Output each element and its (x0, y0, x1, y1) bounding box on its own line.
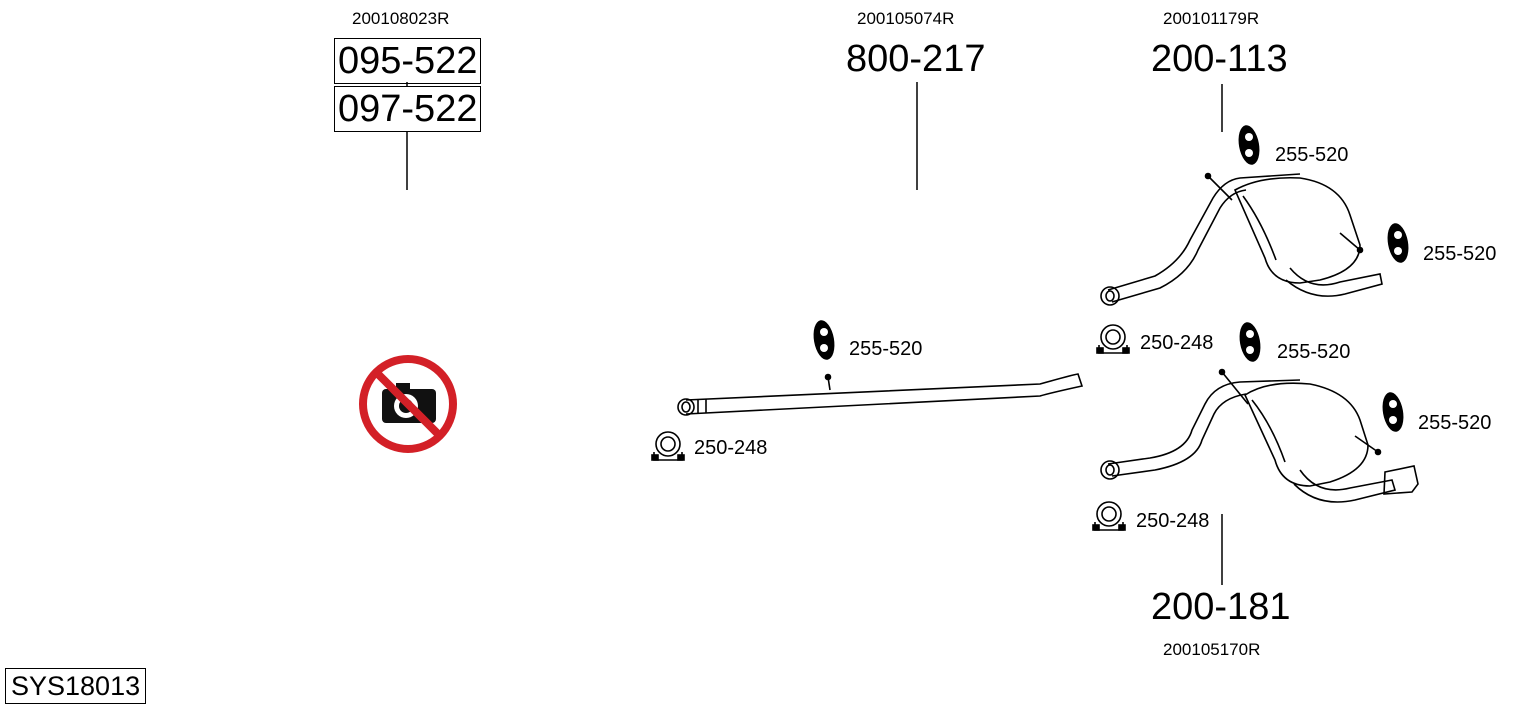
part-number-095-522[interactable]: 095-522 (334, 38, 482, 84)
oem-number-left: 200108023R (352, 9, 450, 28)
clamp-icon (651, 431, 685, 461)
rubber-hanger-icon (1382, 392, 1404, 432)
oem-number-middle: 200105074R (857, 9, 955, 28)
clamp-label-right-bottom: 250-248 (1136, 510, 1210, 532)
hanger-label-right-bottom-1: 255-520 (1277, 341, 1351, 363)
middle-pipe (677, 373, 1084, 416)
rubber-hanger-icon (1239, 322, 1261, 362)
no-photo-icon (359, 355, 457, 453)
hanger-label-right-top-2: 255-520 (1423, 243, 1497, 265)
rubber-hanger-icon (1387, 223, 1409, 263)
part-number-800-217[interactable]: 800-217 (846, 38, 986, 80)
clamp-icon (1092, 501, 1126, 531)
clamp-label-right-top: 250-248 (1140, 332, 1214, 354)
rear-muffler-top (1100, 172, 1383, 306)
rear-muffler-bottom (1100, 368, 1419, 503)
hanger-label-right-top-1: 255-520 (1275, 144, 1349, 166)
hanger-label-right-bottom-2: 255-520 (1418, 412, 1492, 434)
part-number-200-113[interactable]: 200-113 (1151, 38, 1288, 80)
rubber-hanger-icon (1238, 125, 1260, 165)
part-number-200-181[interactable]: 200-181 (1151, 586, 1291, 628)
clamp-label-middle: 250-248 (694, 437, 768, 459)
part-number-097-522[interactable]: 097-522 (334, 86, 482, 132)
hanger-label-middle: 255-520 (849, 338, 923, 360)
rubber-hanger-icon (813, 320, 835, 360)
oem-number-right-bottom: 200105170R (1163, 640, 1261, 659)
clamp-icon (1096, 324, 1130, 354)
system-code: SYS18013 (5, 668, 147, 704)
oem-number-right-top: 200101179R (1163, 9, 1260, 28)
